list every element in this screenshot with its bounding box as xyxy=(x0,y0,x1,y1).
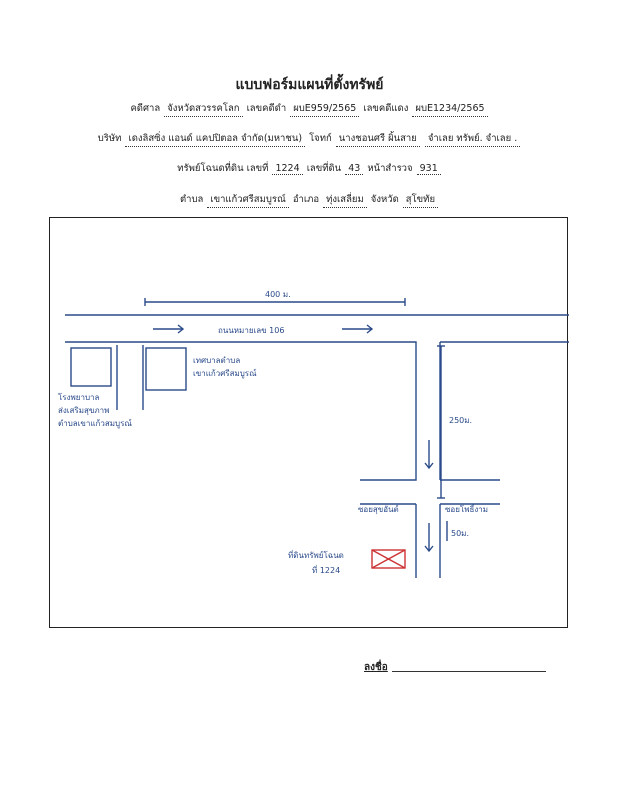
deed-label: ทรัพย์โฉนดที่ดิน เลขที่ xyxy=(177,163,269,174)
black-case-label: เลขคดีดำ xyxy=(246,103,287,114)
case-line: คดีศาล จังหวัดสวรรคโลก เลขคดีดำ ผบE959/2… xyxy=(0,101,619,117)
hospital-label-2: ส่งเสริมสุขภาพ xyxy=(58,406,109,415)
signature-line[interactable] xyxy=(392,671,546,672)
red-case-label: เลขคดีแดง xyxy=(363,103,409,114)
office-label-2: เขาแก้วศรีสมบูรณ์ xyxy=(193,368,257,379)
province-label: จังหวัด xyxy=(370,194,399,205)
province-value: สุโขทัย xyxy=(402,192,439,208)
soi-left-label: ซอยสุขอันต์ xyxy=(358,504,399,514)
parties-line: บริษัท เดงลิสซิ่ง แอนด์ แคปปิตอล จำกัด(ม… xyxy=(0,131,619,147)
court-value: จังหวัดสวรรคโลก xyxy=(164,101,243,117)
signature-label: ลงชื่อ xyxy=(364,662,388,673)
location-line: ตำบล เขาแก้วศรีสมบูรณ์ อำเภอ ทุ่งเสลี่ยม… xyxy=(0,192,619,208)
map-drawing: 400 ม. ถนนหมายเลข 106 โรงพยาบาล ส่งเสริม… xyxy=(58,290,569,578)
company-label: บริษัท xyxy=(97,133,122,144)
land-no-value: 43 xyxy=(345,163,364,175)
district-value: ทุ่งเสลี่ยม xyxy=(323,192,367,208)
plaintiff-label: โจทก์ xyxy=(309,133,332,144)
distance-short-label: 50ม. xyxy=(451,529,469,538)
hospital-label-1: โรงพยาบาล xyxy=(58,392,100,402)
location-map: 400 ม. ถนนหมายเลข 106 โรงพยาบาล ส่งเสริม… xyxy=(49,217,569,628)
road-name-label: ถนนหมายเลข 106 xyxy=(218,326,284,335)
black-case-value: ผบE959/2565 xyxy=(290,101,360,117)
survey-label: หน้าสำรวจ xyxy=(367,163,413,174)
municipal-office-building xyxy=(145,347,187,391)
parcel-label-2: ที่ 1224 xyxy=(312,564,340,575)
subdistrict-value: เขาแก้วศรีสมบูรณ์ xyxy=(207,192,289,208)
land-no-label: เลขที่ดิน xyxy=(306,163,342,174)
form-title: แบบฟอร์มแผนที่ตั้งทรัพย์ xyxy=(235,77,384,93)
soi-right-label: ซอยโพธิ์งาม xyxy=(445,503,488,514)
distance-top-label: 400 ม. xyxy=(265,290,291,299)
company-value: เดงลิสซิ่ง แอนด์ แคปปิตอล จำกัด(มหาชน) xyxy=(125,131,306,147)
red-case-value: ผบE1234/2565 xyxy=(412,101,488,117)
court-label: คดีศาล xyxy=(130,103,161,114)
hospital-building xyxy=(70,347,112,387)
main-road-bottom-edge xyxy=(65,341,417,481)
office-label-1: เทศบาลตำบล xyxy=(193,356,240,365)
deed-line: ทรัพย์โฉนดที่ดิน เลขที่ 1224 เลขที่ดิน 4… xyxy=(0,161,619,176)
hospital-label-3: ตำบลเขาแก้วสมบูรณ์ xyxy=(58,418,132,429)
deed-value: 1224 xyxy=(272,163,303,175)
subdistrict-label: ตำบล xyxy=(179,194,204,205)
parcel-label-1: ที่ดินทรัพย์โฉนด xyxy=(288,549,344,560)
defendant-tail: จำเลย ทรัพย์. จำเลย . xyxy=(424,131,521,147)
distance-side-label: 250ม. xyxy=(449,416,472,425)
defendant-value: นางชอนศรี ผิ้นสาย xyxy=(335,131,420,147)
parcel-marker xyxy=(371,549,406,569)
survey-value: 931 xyxy=(416,163,441,175)
district-label: อำเภอ xyxy=(292,194,320,205)
